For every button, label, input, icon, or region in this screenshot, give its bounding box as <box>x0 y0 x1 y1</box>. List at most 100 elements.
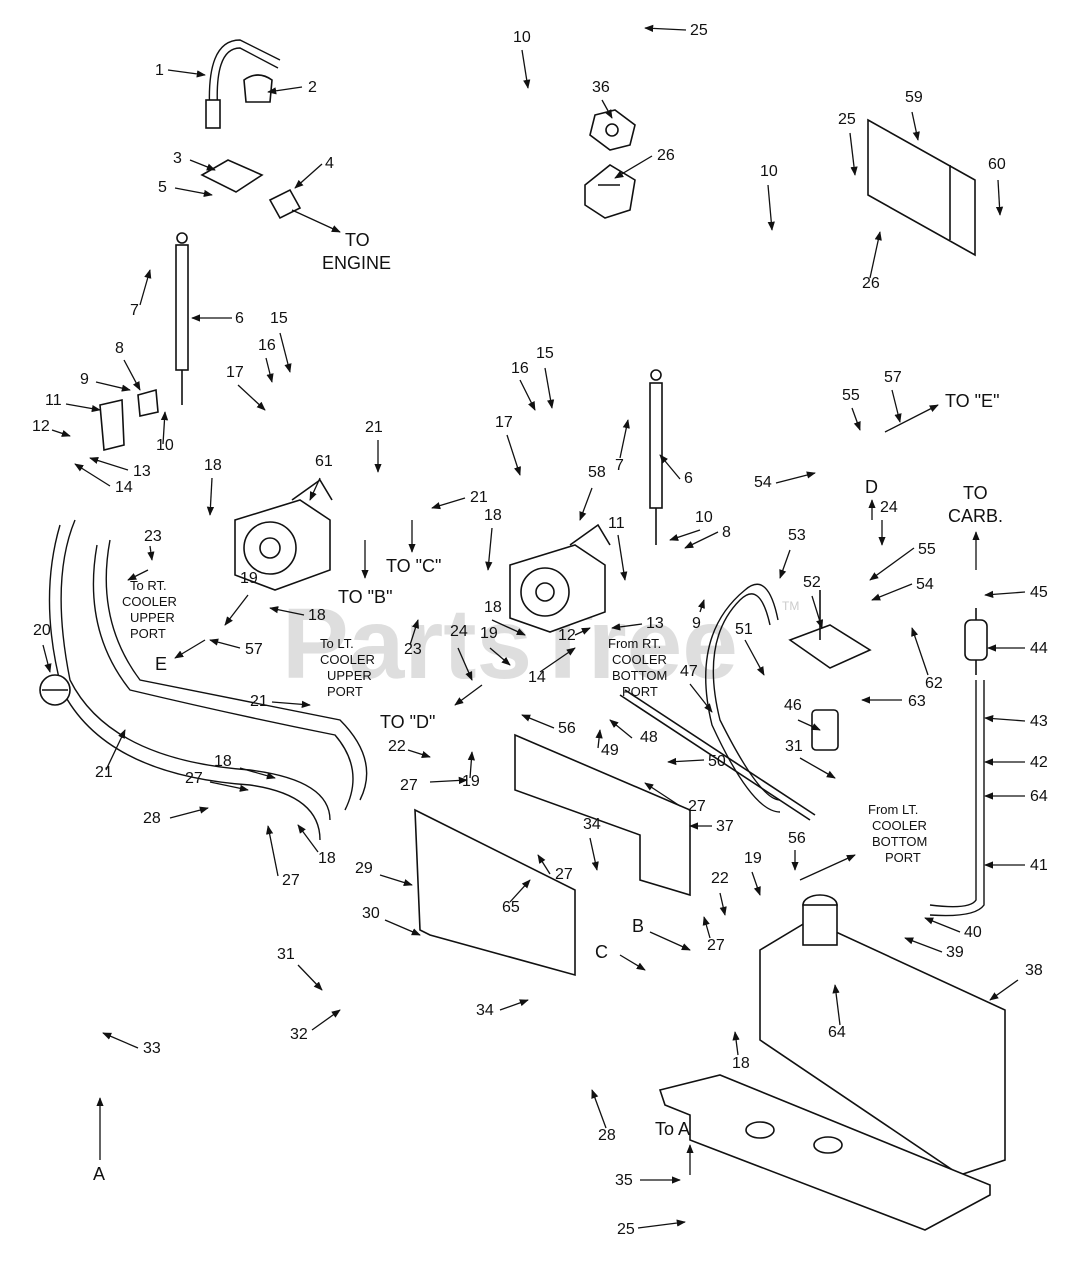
callout-c16a: 16 <box>258 337 276 354</box>
callout-leader-c10b <box>767 184 775 231</box>
callout-c54a: 54 <box>754 474 772 491</box>
callout-leader-c48 <box>609 719 633 739</box>
part-11-bracket-left <box>99 399 125 452</box>
callout-leader-c22b <box>719 892 727 916</box>
callout-leader-c16a <box>265 357 274 383</box>
callout-c20: 20 <box>33 622 51 639</box>
callout-c31a: 31 <box>277 946 295 963</box>
callout-leader-c18f <box>297 824 319 853</box>
callout-leader-c19b <box>489 647 511 666</box>
callout-leader-c43 <box>984 714 1026 723</box>
callout-leader-c1 <box>167 69 206 78</box>
callout-c13a: 13 <box>133 463 151 480</box>
callout-c8b: 8 <box>722 524 731 541</box>
callout-c60: 60 <box>988 156 1006 173</box>
watermark-tm: TM <box>782 599 799 613</box>
callout-leader-c47 <box>689 683 713 713</box>
callout-c23a: 23 <box>144 528 162 545</box>
callout-leader-c27c <box>266 825 279 877</box>
part-58-pump-right <box>509 523 611 633</box>
callout-leader-c14b <box>539 647 576 673</box>
callout-c57b: 57 <box>245 641 263 658</box>
callout-c33: 33 <box>143 1040 161 1057</box>
callout-c22b: 22 <box>711 870 729 887</box>
callout-leader-c27f <box>702 916 711 939</box>
callout-leader-c26a <box>614 155 653 179</box>
callout-leader-c26b <box>869 231 882 279</box>
label-c: C <box>595 942 608 962</box>
label-e: E <box>155 654 167 674</box>
callout-c27d: 27 <box>555 866 573 883</box>
part-53-hose <box>705 583 781 813</box>
note-lt-cooler-upper-2: COOLER <box>320 652 375 667</box>
note-rt-cooler-upper-4: PORT <box>130 626 166 641</box>
callout-c64b: 64 <box>828 1024 846 1041</box>
callout-leader-c27e <box>644 782 681 807</box>
callout-leader-c7a <box>139 269 152 306</box>
part-4-fitting <box>268 188 302 220</box>
callout-c25a: 25 <box>690 22 708 39</box>
part-29-bracket-plate <box>414 808 576 977</box>
callout-c40: 40 <box>964 924 982 941</box>
callout-leader-c18b <box>485 527 493 571</box>
callout-c4: 4 <box>325 155 334 172</box>
callout-c47: 47 <box>680 663 698 680</box>
callout-c50: 50 <box>708 753 726 770</box>
part-2-filter <box>243 74 273 103</box>
callout-leader-c15a <box>279 332 292 373</box>
note-lt-cooler-upper-1: To LT. <box>320 636 354 651</box>
callout-c59: 59 <box>905 89 923 106</box>
note-lt-cooler-bottom-3: BOTTOM <box>872 834 927 849</box>
callout-c6a: 6 <box>235 310 244 327</box>
note-rt-cooler-upper-2: COOLER <box>122 594 177 609</box>
arrow-b <box>649 931 691 951</box>
callout-c1: 1 <box>155 62 164 79</box>
callout-c10b: 10 <box>760 163 778 180</box>
callout-c18f: 18 <box>318 850 336 867</box>
callout-leader-c14a <box>74 463 111 487</box>
callout-leader-c38 <box>989 979 1019 1001</box>
callout-c61: 61 <box>315 453 333 470</box>
callout-c15b: 15 <box>536 345 554 362</box>
callout-leader-c12a <box>51 429 71 437</box>
callout-leader-c12b <box>574 627 591 636</box>
callout-c28b: 28 <box>598 1127 616 1144</box>
callout-leader-c17a <box>237 384 266 411</box>
callout-c17b: 17 <box>495 414 513 431</box>
callout-leader-c39 <box>904 937 943 953</box>
note-lt-cooler-upper-4: PORT <box>327 684 363 699</box>
callout-c55b: 55 <box>918 541 936 558</box>
label-to-carb-line1: TO <box>963 483 988 503</box>
callout-c52: 52 <box>803 574 821 591</box>
callout-leader-c31a <box>297 964 323 991</box>
callout-leader-c6b <box>659 454 681 480</box>
callout-leader-c8b <box>684 531 719 549</box>
callout-leader-c23b <box>409 619 419 646</box>
callout-leader-c18a <box>206 477 215 516</box>
callout-leader-c19c <box>467 751 476 779</box>
callout-c18e: 18 <box>214 753 232 770</box>
callout-c63: 63 <box>908 693 926 710</box>
arrow-c <box>619 954 646 971</box>
callout-c27b: 27 <box>400 777 418 794</box>
callout-leader-c22a <box>407 749 431 758</box>
label-to-d: TO "D" <box>380 712 435 732</box>
callout-leader-c45 <box>984 590 1026 599</box>
part-59-plate <box>867 118 976 257</box>
callout-c29: 29 <box>355 860 373 877</box>
callout-leader-c27a <box>209 781 249 792</box>
callout-c43: 43 <box>1030 713 1048 730</box>
callout-leader-c18g <box>732 1031 740 1056</box>
note-lt-cooler-upper-3: UPPER <box>327 668 372 683</box>
part-8-bracket-left <box>137 388 159 417</box>
callout-c54b: 54 <box>916 576 934 593</box>
callout-leader-c25c <box>637 1219 686 1229</box>
callout-leader-c40 <box>924 917 961 933</box>
part-44-filter <box>964 608 988 675</box>
callout-leader-c31b <box>799 757 836 779</box>
part-20-cap <box>39 674 71 706</box>
callout-leader-c56a <box>521 714 555 729</box>
callout-c25b: 25 <box>838 111 856 128</box>
part-36-hex-plate <box>589 109 636 151</box>
note-rt-cooler-upper-1: To RT. <box>130 578 167 593</box>
